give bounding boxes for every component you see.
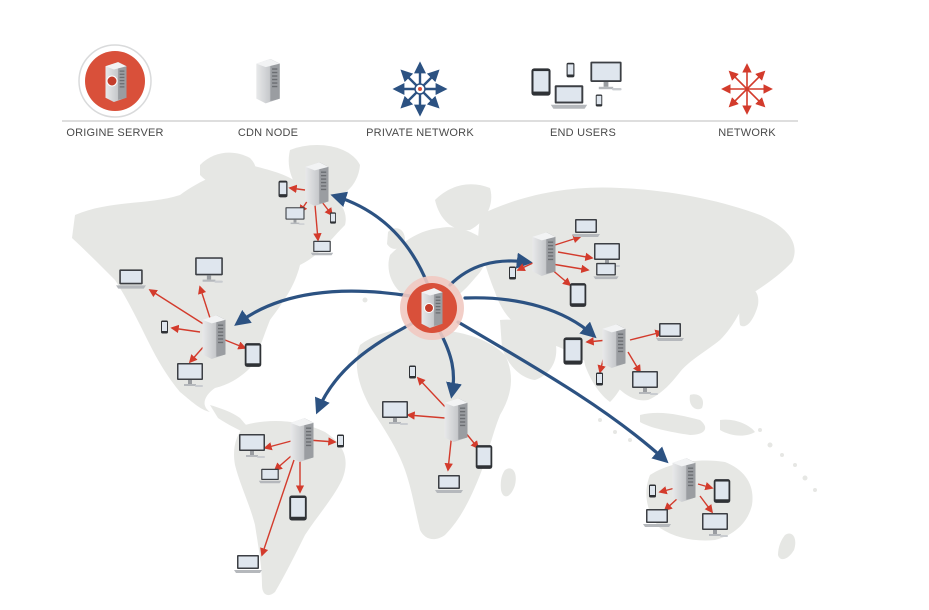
cdn-node-asia [602,324,626,368]
laptop-icon [593,262,619,280]
private-network-icon [392,61,448,117]
phone-icon [509,266,516,280]
scandinavia-landmass [435,184,492,231]
australia-landmass [646,460,753,541]
origin-server [400,276,464,340]
cdn-node-canada [305,162,329,206]
phone-icon [278,180,288,198]
arabia-landmass [500,319,557,380]
laptop-icon [258,468,282,484]
phone-icon [409,365,416,379]
private-link-africa [438,330,462,399]
end-users-icon [531,61,622,109]
network-icon [721,63,773,115]
laptop-icon [435,475,463,493]
private-link-asia [463,296,597,339]
legend-label-origin-server: ORIGINE SERVER [66,127,163,139]
cdn-node-north-america [202,315,226,359]
private-network-links [234,191,669,464]
private-link-south-america [315,320,417,415]
laptop-icon [656,323,684,341]
new-zealand-landmass [778,533,796,560]
phone-icon [161,320,168,334]
phone-icon [596,372,603,386]
phone-icon [337,434,344,448]
arctic-islands-landmass [200,152,257,191]
private-link-russia [448,252,533,287]
ocean-islands [198,238,817,492]
north-america-landmass [72,165,346,412]
asia-landmass [478,187,795,401]
cdn-node-russia [532,232,556,276]
private-link-north-america [234,289,412,326]
laptop-icon [572,219,600,237]
southeast-asia-islands [640,394,755,436]
tablet-icon [475,445,493,469]
tablet-icon [713,479,731,503]
legend-label-network: NETWORK [718,127,776,139]
laptop-icon [643,509,671,527]
laptop-icon [116,269,146,289]
tablet-icon [569,283,587,307]
tablet-icon [289,495,307,521]
phone-icon [649,484,656,498]
madagascar-landmass [500,468,516,497]
japan-landmass [739,288,759,327]
private-link-australia [456,320,669,464]
cdn-node-australia [672,458,696,502]
cdn-node-south-america [290,418,314,462]
cdn-node-icon [256,59,280,104]
legend-label-cdn-node: CDN NODE [238,127,298,139]
legend-label-end-users: END USERS [550,127,616,139]
british-isles-landmass [387,228,405,249]
africa-landmass [356,328,512,540]
tablet-icon [563,337,583,365]
tablet-icon [244,343,262,367]
phone-icon [330,212,336,224]
cdn-node-africa [444,398,468,442]
legend-label-private-network: PRIVATE NETWORK [366,127,474,139]
laptop-icon [310,240,334,256]
laptop-icon [234,555,262,573]
legend: ORIGINE SERVER CDN NODE PRIVATE NETWORK … [62,44,798,139]
private-link-canada [330,191,430,287]
origin-server-icon [78,44,152,118]
